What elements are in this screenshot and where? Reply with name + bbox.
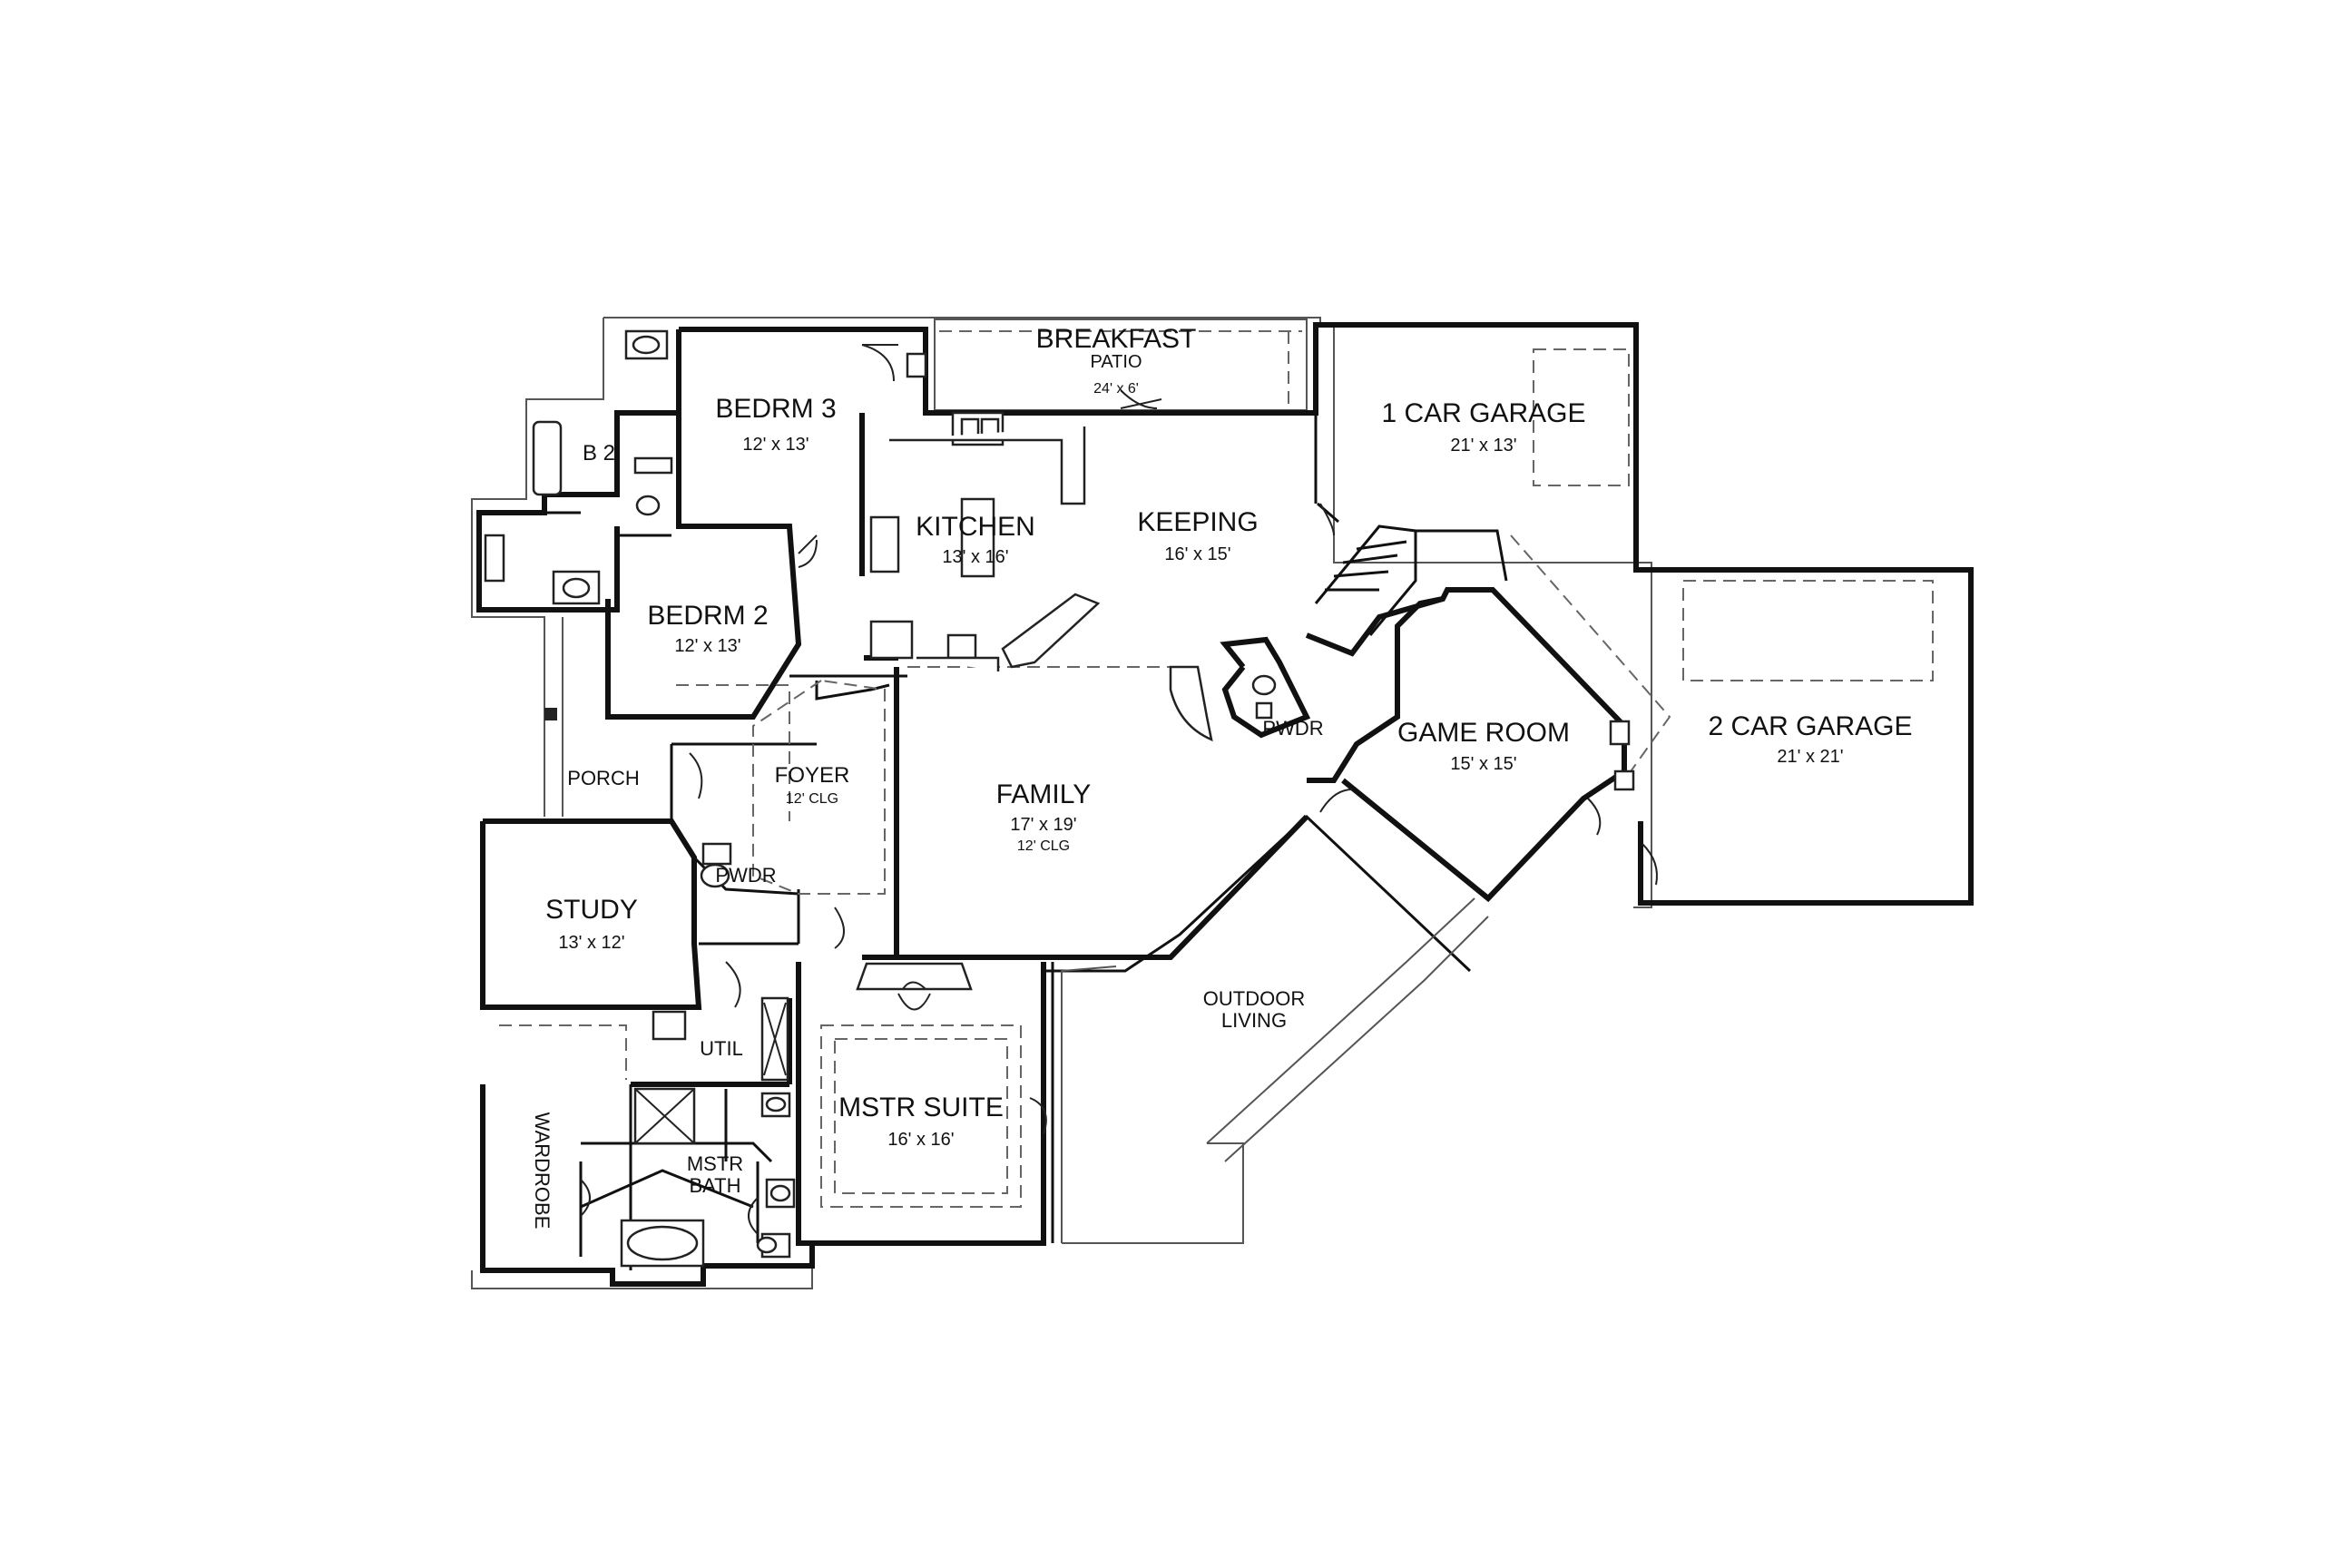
study-size: 13' x 12' bbox=[558, 933, 624, 953]
door-swings bbox=[580, 344, 1658, 1235]
room-labels: BREAKFAST PATIO 24' x 6' BEDRM 3 12' x 1… bbox=[531, 324, 1913, 1229]
bedrm2-label: BEDRM 2 bbox=[647, 601, 768, 631]
game-room-size: 15' x 15' bbox=[1450, 754, 1516, 774]
garage2-size: 21' x 21' bbox=[1777, 747, 1843, 767]
keeping-label: KEEPING bbox=[1137, 507, 1258, 537]
kitchen-size: 13' x 16' bbox=[942, 547, 1008, 567]
fireplace bbox=[856, 962, 973, 1011]
family-size: 17' x 19' bbox=[1010, 815, 1076, 835]
ceiling-lines bbox=[499, 348, 1934, 1208]
study-label: STUDY bbox=[545, 895, 638, 925]
family-ceiling: 12' CLG bbox=[1017, 838, 1070, 854]
util-label: UTIL bbox=[700, 1037, 743, 1060]
pwdr-game-label: PWDR bbox=[1262, 717, 1323, 740]
bedrm3-size: 12' x 13' bbox=[742, 435, 808, 455]
mstr-bath-label: MSTR bbox=[687, 1152, 743, 1175]
b2-label: B 2 bbox=[583, 441, 615, 466]
mstr-suite-size: 16' x 16' bbox=[887, 1130, 954, 1150]
staircase bbox=[1314, 524, 1508, 636]
porch-label: PORCH bbox=[567, 767, 639, 789]
bedrm3-label: BEDRM 3 bbox=[715, 394, 836, 424]
outdoor-living-label: OUTDOOR bbox=[1203, 987, 1305, 1010]
outdoor-living-structure bbox=[544, 617, 1489, 1243]
garage1-label: 1 CAR GARAGE bbox=[1381, 398, 1585, 428]
foyer-ceiling: 12' CLG bbox=[786, 791, 838, 807]
garage1-size: 21' x 13' bbox=[1450, 436, 1516, 456]
breakfast-patio-label: BREAKFAST bbox=[1036, 324, 1197, 354]
breakfast-patio-size: 24' x 6' bbox=[1093, 381, 1139, 397]
kitchen-label: KITCHEN bbox=[916, 512, 1035, 542]
wardrobe-label: WARDROBE bbox=[531, 1112, 554, 1230]
game-room-label: GAME ROOM bbox=[1397, 718, 1570, 748]
mstr-bath-label-2: BATH bbox=[689, 1174, 740, 1197]
keeping-size: 16' x 15' bbox=[1164, 544, 1230, 564]
kitchen-fixtures bbox=[869, 411, 1101, 671]
family-label: FAMILY bbox=[996, 779, 1091, 809]
breakfast-patio-label-2: PATIO bbox=[1090, 352, 1142, 372]
outdoor-living-label-2: LIVING bbox=[1221, 1009, 1287, 1032]
pwdr-study-label: PWDR bbox=[715, 864, 776, 887]
bath-fixtures bbox=[484, 329, 1635, 1268]
exterior-walls bbox=[476, 322, 1974, 1287]
foyer-label: FOYER bbox=[775, 763, 850, 788]
garage2-label: 2 CAR GARAGE bbox=[1708, 711, 1912, 741]
mstr-suite-label: MSTR SUITE bbox=[838, 1093, 1004, 1122]
interior-walls bbox=[544, 413, 1472, 1270]
bedrm2-size: 12' x 13' bbox=[674, 636, 740, 656]
